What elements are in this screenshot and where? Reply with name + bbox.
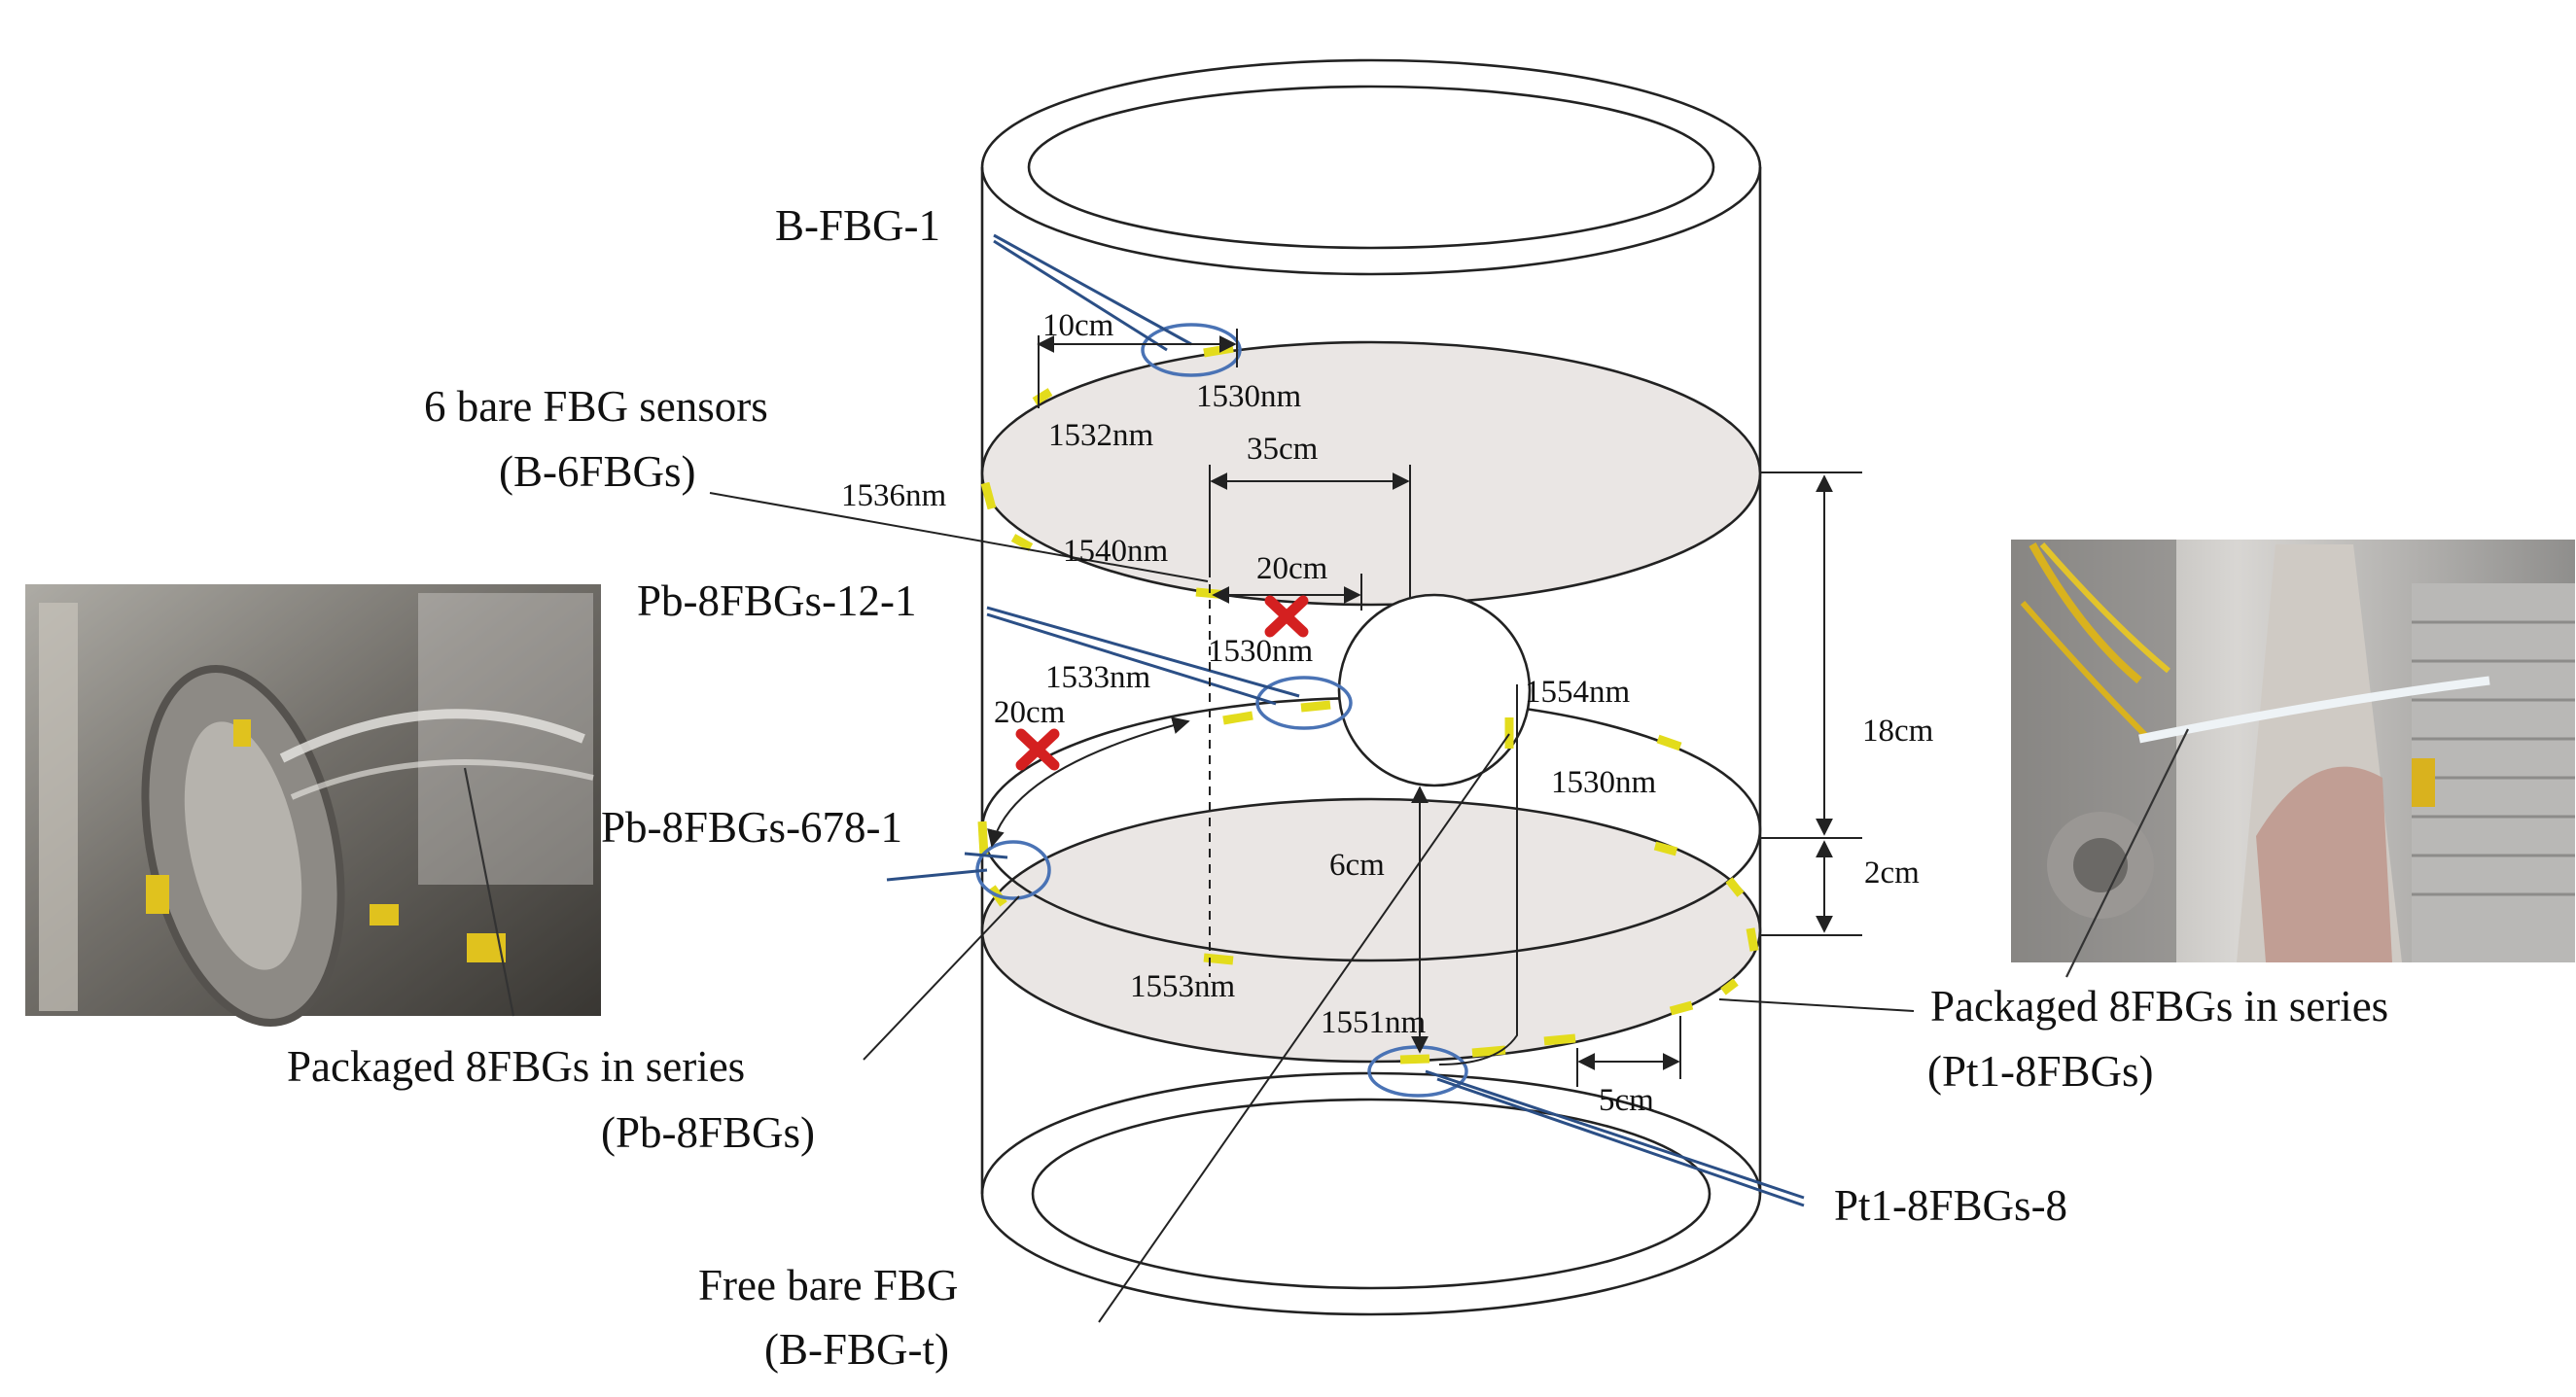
label-pb-12-1: Pb-8FBGs-12-1 xyxy=(637,576,917,625)
dimension-labels: 10cm 35cm 20cm 20cm 18cm 2cm 6cm 5cm xyxy=(994,308,1934,1118)
right-photo xyxy=(2011,540,2575,978)
wl-1530-right: 1530nm xyxy=(1551,765,1657,800)
label-pb-678-1: Pb-8FBGs-678-1 xyxy=(601,803,902,852)
dim-2cm: 2cm xyxy=(1864,856,1920,891)
center-sphere xyxy=(1337,593,1532,787)
wl-1553: 1553nm xyxy=(1130,969,1236,1004)
wl-1530-mid: 1530nm xyxy=(1208,634,1314,669)
label-b-fbg-1: B-FBG-1 xyxy=(775,201,940,250)
black-leaders xyxy=(709,492,1915,1323)
wl-1540: 1540nm xyxy=(1063,534,1169,569)
wl-1532: 1532nm xyxy=(1048,418,1154,453)
dim-10cm: 10cm xyxy=(1042,308,1114,343)
wavelength-labels: 1530nm 1532nm 1536nm 1540nm 1530nm 1533n… xyxy=(841,379,1657,1040)
label-free-2: (B-FBG-t) xyxy=(764,1325,949,1374)
label-free-1: Free bare FBG xyxy=(698,1261,958,1310)
cylinder xyxy=(980,58,1762,1316)
dim-35cm: 35cm xyxy=(1247,432,1319,467)
dim-20cm-left: 20cm xyxy=(994,695,1066,730)
leader-lines xyxy=(886,233,1805,1207)
dim-18cm: 18cm xyxy=(1862,714,1934,749)
label-bare-sensors-1: 6 bare FBG sensors xyxy=(424,382,768,431)
wl-1530-top: 1530nm xyxy=(1196,379,1302,414)
wl-1551: 1551nm xyxy=(1321,1005,1427,1040)
label-pt-8: Pt1-8FBGs-8 xyxy=(1834,1181,2067,1230)
left-photo xyxy=(25,584,601,1028)
label-pt-series-2: (Pt1-8FBGs) xyxy=(1927,1047,2154,1096)
label-bare-sensors-2: (B-6FBGs) xyxy=(499,447,696,496)
dim-20cm-top: 20cm xyxy=(1256,551,1328,586)
cross-marks xyxy=(1015,595,1309,771)
dim-5cm: 5cm xyxy=(1599,1083,1654,1118)
text-labels: B-FBG-1 6 bare FBG sensors (B-6FBGs) Pb-… xyxy=(287,201,2388,1374)
label-pb-series-2: (Pb-8FBGs) xyxy=(601,1108,815,1157)
label-pb-series-1: Packaged 8FBGs in series xyxy=(287,1042,745,1091)
wl-1554: 1554nm xyxy=(1525,675,1631,710)
wl-1536: 1536nm xyxy=(841,478,947,513)
dim-6cm: 6cm xyxy=(1329,848,1385,883)
wl-1533: 1533nm xyxy=(1045,660,1151,695)
label-pt-series-1: Packaged 8FBGs in series xyxy=(1930,982,2388,1030)
dimension-arrows xyxy=(987,329,1862,1087)
